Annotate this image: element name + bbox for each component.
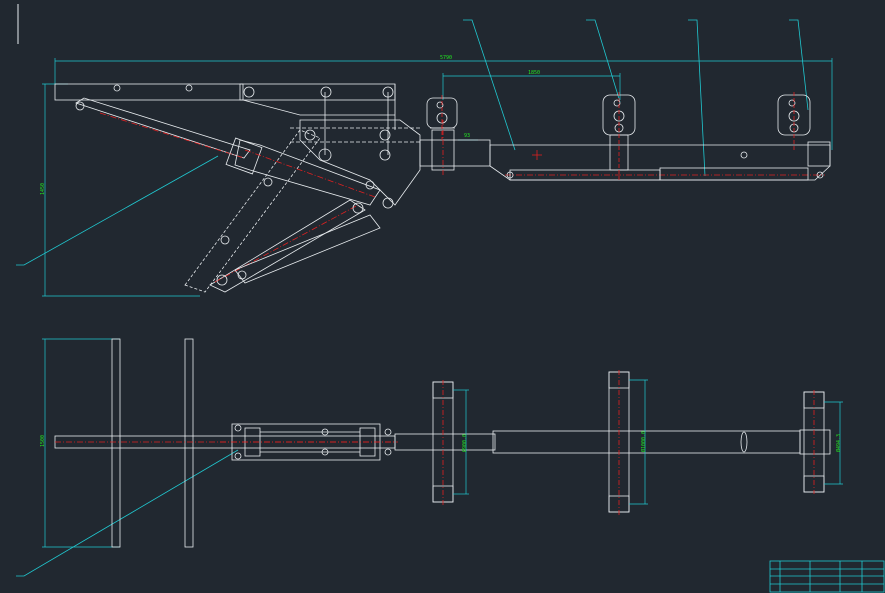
- plan-view: 1500 Ø900.0 Ø1000.0 Ø494.3: [16, 338, 843, 577]
- main-boom: [419, 120, 831, 181]
- dim-small-offset: 93: [464, 133, 470, 139]
- plan-pin: [740, 431, 748, 453]
- dim-height: 1450: [40, 183, 46, 195]
- dim-bracket-span: 1850: [528, 70, 540, 76]
- plan-width-dimension: [42, 338, 120, 548]
- plan-connector: [394, 433, 496, 451]
- cross-member-2: [184, 338, 194, 548]
- top-beam: [54, 83, 396, 130]
- leader-line-left-upper: [16, 155, 219, 266]
- dim-support-width-1: Ø900.0: [461, 434, 468, 452]
- upper-cylinder: [75, 97, 263, 175]
- dim-support-width-3: Ø494.3: [835, 434, 842, 452]
- plan-support-3: [803, 390, 825, 494]
- cross-member-1: [111, 338, 121, 548]
- dim-support-width-2: Ø1000.0: [640, 431, 647, 452]
- dim-plan-width: 1500: [40, 435, 46, 447]
- elevation-view: 5790 1850 93 1450: [16, 19, 833, 297]
- support-head-1: [426, 95, 458, 140]
- dim-overall-length: 5790: [440, 55, 452, 61]
- support-head-2: [602, 92, 636, 182]
- plan-boom-end: [799, 429, 831, 455]
- plan-cylinder-assembly: [220, 423, 398, 461]
- leader-lines-top: [463, 19, 809, 177]
- title-block: [769, 560, 885, 593]
- main-arm-links: [184, 129, 394, 293]
- support-head-3: [777, 92, 811, 150]
- hinge-plates: [290, 92, 421, 206]
- plan-support-dimensions: [453, 379, 843, 505]
- leader-line-left-lower: [16, 449, 239, 577]
